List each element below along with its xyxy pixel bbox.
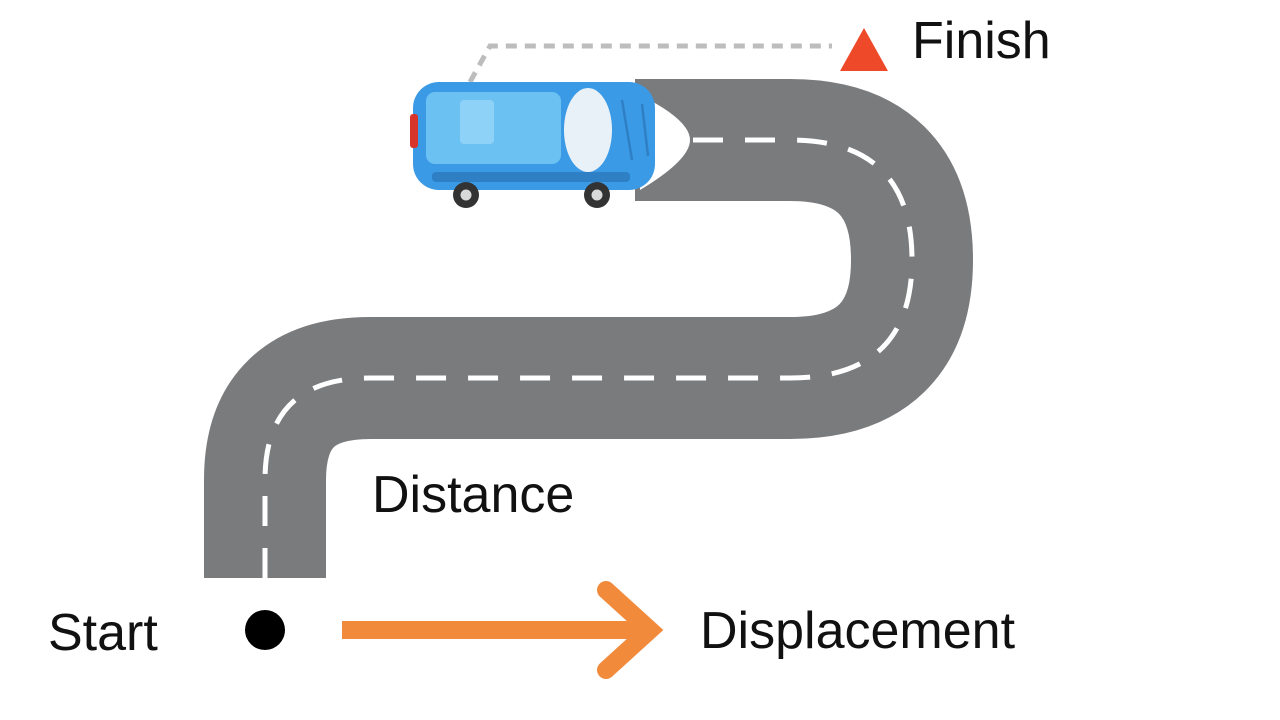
displacement-label: Displacement xyxy=(700,602,1016,660)
start-label: Start xyxy=(48,604,158,662)
finish-label: Finish xyxy=(912,12,1051,70)
distance-label: Distance xyxy=(372,466,574,524)
start-dot xyxy=(245,610,285,650)
displacement-arrow xyxy=(342,581,664,679)
lane-markings xyxy=(262,137,915,578)
dashed-guide-line xyxy=(467,43,832,84)
car-icon xyxy=(410,82,690,208)
road xyxy=(204,79,973,578)
finish-marker-triangle xyxy=(840,28,888,71)
